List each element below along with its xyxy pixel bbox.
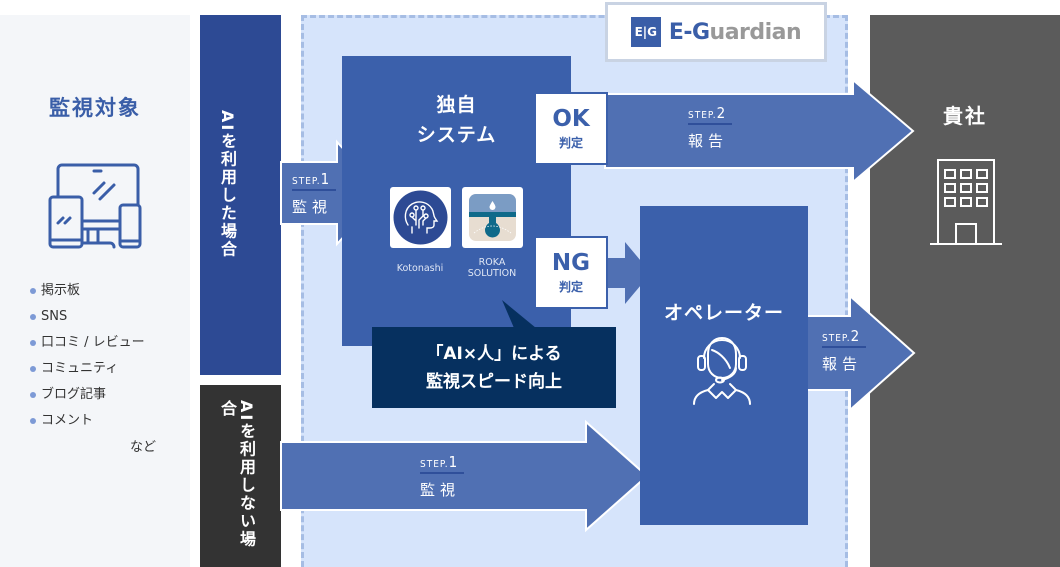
- proprietary-system-box: [342, 56, 571, 346]
- roka-label-line2: SOLUTION: [467, 268, 517, 279]
- kotonashi-label: Kotonashi: [396, 263, 444, 274]
- logo-text-prefix: E-G: [668, 19, 710, 45]
- list-item: SNS: [30, 304, 145, 330]
- ng-label: NG: [551, 249, 591, 276]
- list-item: コミュニティ: [30, 356, 145, 382]
- ng-arrow: [605, 242, 651, 304]
- etc-label: など: [130, 440, 157, 455]
- step-number: STEP.2: [822, 327, 866, 345]
- step-number: STEP.1: [292, 170, 336, 188]
- list-item-label: コミュニティ: [41, 361, 119, 376]
- step-underline: [822, 346, 866, 348]
- bullet-icon: [30, 288, 36, 294]
- building-icon: [930, 159, 1002, 245]
- logo-text-suffix: uardian: [709, 19, 802, 45]
- list-item-label: 口コミ / レビュー: [41, 335, 145, 350]
- roka-solution-label: ROKA SOLUTION: [452, 257, 532, 279]
- ok-judgement-box: OK 判定: [534, 92, 608, 165]
- list-item-label: 掲示板: [41, 283, 81, 298]
- step-text: 報告: [688, 132, 729, 150]
- step-prefix: STEP.: [292, 176, 321, 187]
- list-item: コメント: [30, 408, 145, 434]
- ok-label: OK: [552, 105, 590, 132]
- e-guardian-logo-text: E-Guardian: [668, 19, 802, 45]
- step1-ai-label: STEP.1 監視: [292, 170, 336, 217]
- list-item: ブログ記事: [30, 382, 145, 408]
- step-underline: [420, 472, 464, 474]
- monitoring-targets-list: 掲示板 SNS 口コミ / レビュー コミュニティ ブログ記事 コメント: [30, 278, 145, 434]
- step-text: 監視: [292, 198, 333, 216]
- ai-used-label: AIを利用した場合: [218, 110, 237, 259]
- ng-judgement-box: NG 判定: [534, 236, 608, 309]
- step-prefix: STEP.: [688, 110, 717, 121]
- step2-ok-arrow: [604, 77, 915, 185]
- list-item: 掲示板: [30, 278, 145, 304]
- bullet-icon: [30, 366, 36, 372]
- step-number: STEP.2: [688, 104, 732, 122]
- company-title: 貴社: [943, 104, 987, 128]
- monitoring-targets-title: 監視対象: [49, 96, 141, 120]
- bullet-icon: [30, 314, 36, 320]
- operator-box: [640, 206, 808, 525]
- step2-operator-arrow: [805, 293, 916, 413]
- devices-icon: [48, 163, 142, 249]
- step-number: STEP.1: [420, 453, 464, 471]
- operator-title: オペレーター: [663, 302, 784, 324]
- step-num: 2: [850, 327, 861, 345]
- system-title-line1: 独自: [436, 94, 477, 116]
- callout-pointer: [502, 300, 536, 328]
- step-text: 監視: [420, 481, 461, 499]
- list-item-label: ブログ記事: [41, 387, 107, 402]
- step1-manual-arrow: [280, 419, 649, 533]
- step2-ok-label: STEP.2 報告: [688, 104, 732, 151]
- system-title-line2: システム: [416, 124, 497, 146]
- e-guardian-logo: E|G E-Guardian: [605, 2, 827, 62]
- ai-not-used-bar: [200, 385, 281, 567]
- e-guardian-logo-mark: E|G: [630, 17, 661, 47]
- step-prefix: STEP.: [420, 459, 449, 470]
- ai-human-callout: 「AI×人」による 監視スピード向上: [372, 327, 616, 408]
- water-drop-filter-icon: [469, 194, 516, 241]
- ok-judgement-label: 判定: [558, 135, 583, 150]
- step2-operator-label: STEP.2 報告: [822, 327, 866, 374]
- step-num: 2: [716, 104, 727, 122]
- list-item-label: コメント: [41, 413, 94, 428]
- callout-line1: 「AI×人」による: [426, 343, 562, 364]
- ai-not-used-label: AIを利用しない場合: [218, 400, 256, 549]
- ng-judgement-label: 判定: [558, 279, 583, 294]
- callout-line2: 監視スピード向上: [426, 371, 562, 392]
- roka-label-line1: ROKA: [478, 257, 506, 268]
- company-panel: [870, 15, 1060, 567]
- step-text: 報告: [822, 355, 863, 373]
- ai-head-icon: [393, 190, 448, 245]
- step-num: 1: [448, 453, 459, 471]
- bullet-icon: [30, 418, 36, 424]
- list-item: 口コミ / レビュー: [30, 330, 145, 356]
- step-underline: [292, 189, 336, 191]
- step-prefix: STEP.: [822, 333, 851, 344]
- ai-used-bar: [200, 15, 281, 375]
- bullet-icon: [30, 392, 36, 398]
- bullet-icon: [30, 340, 36, 346]
- step1-manual-label: STEP.1 監視: [420, 453, 464, 500]
- kotonashi-app-tile: [390, 187, 451, 248]
- step-underline: [688, 123, 732, 125]
- roka-solution-app-tile: [462, 187, 523, 248]
- step-num: 1: [320, 170, 331, 188]
- list-item-label: SNS: [41, 309, 68, 324]
- proprietary-system-title: 独自 システム: [342, 90, 571, 150]
- operator-headset-icon: [693, 337, 751, 405]
